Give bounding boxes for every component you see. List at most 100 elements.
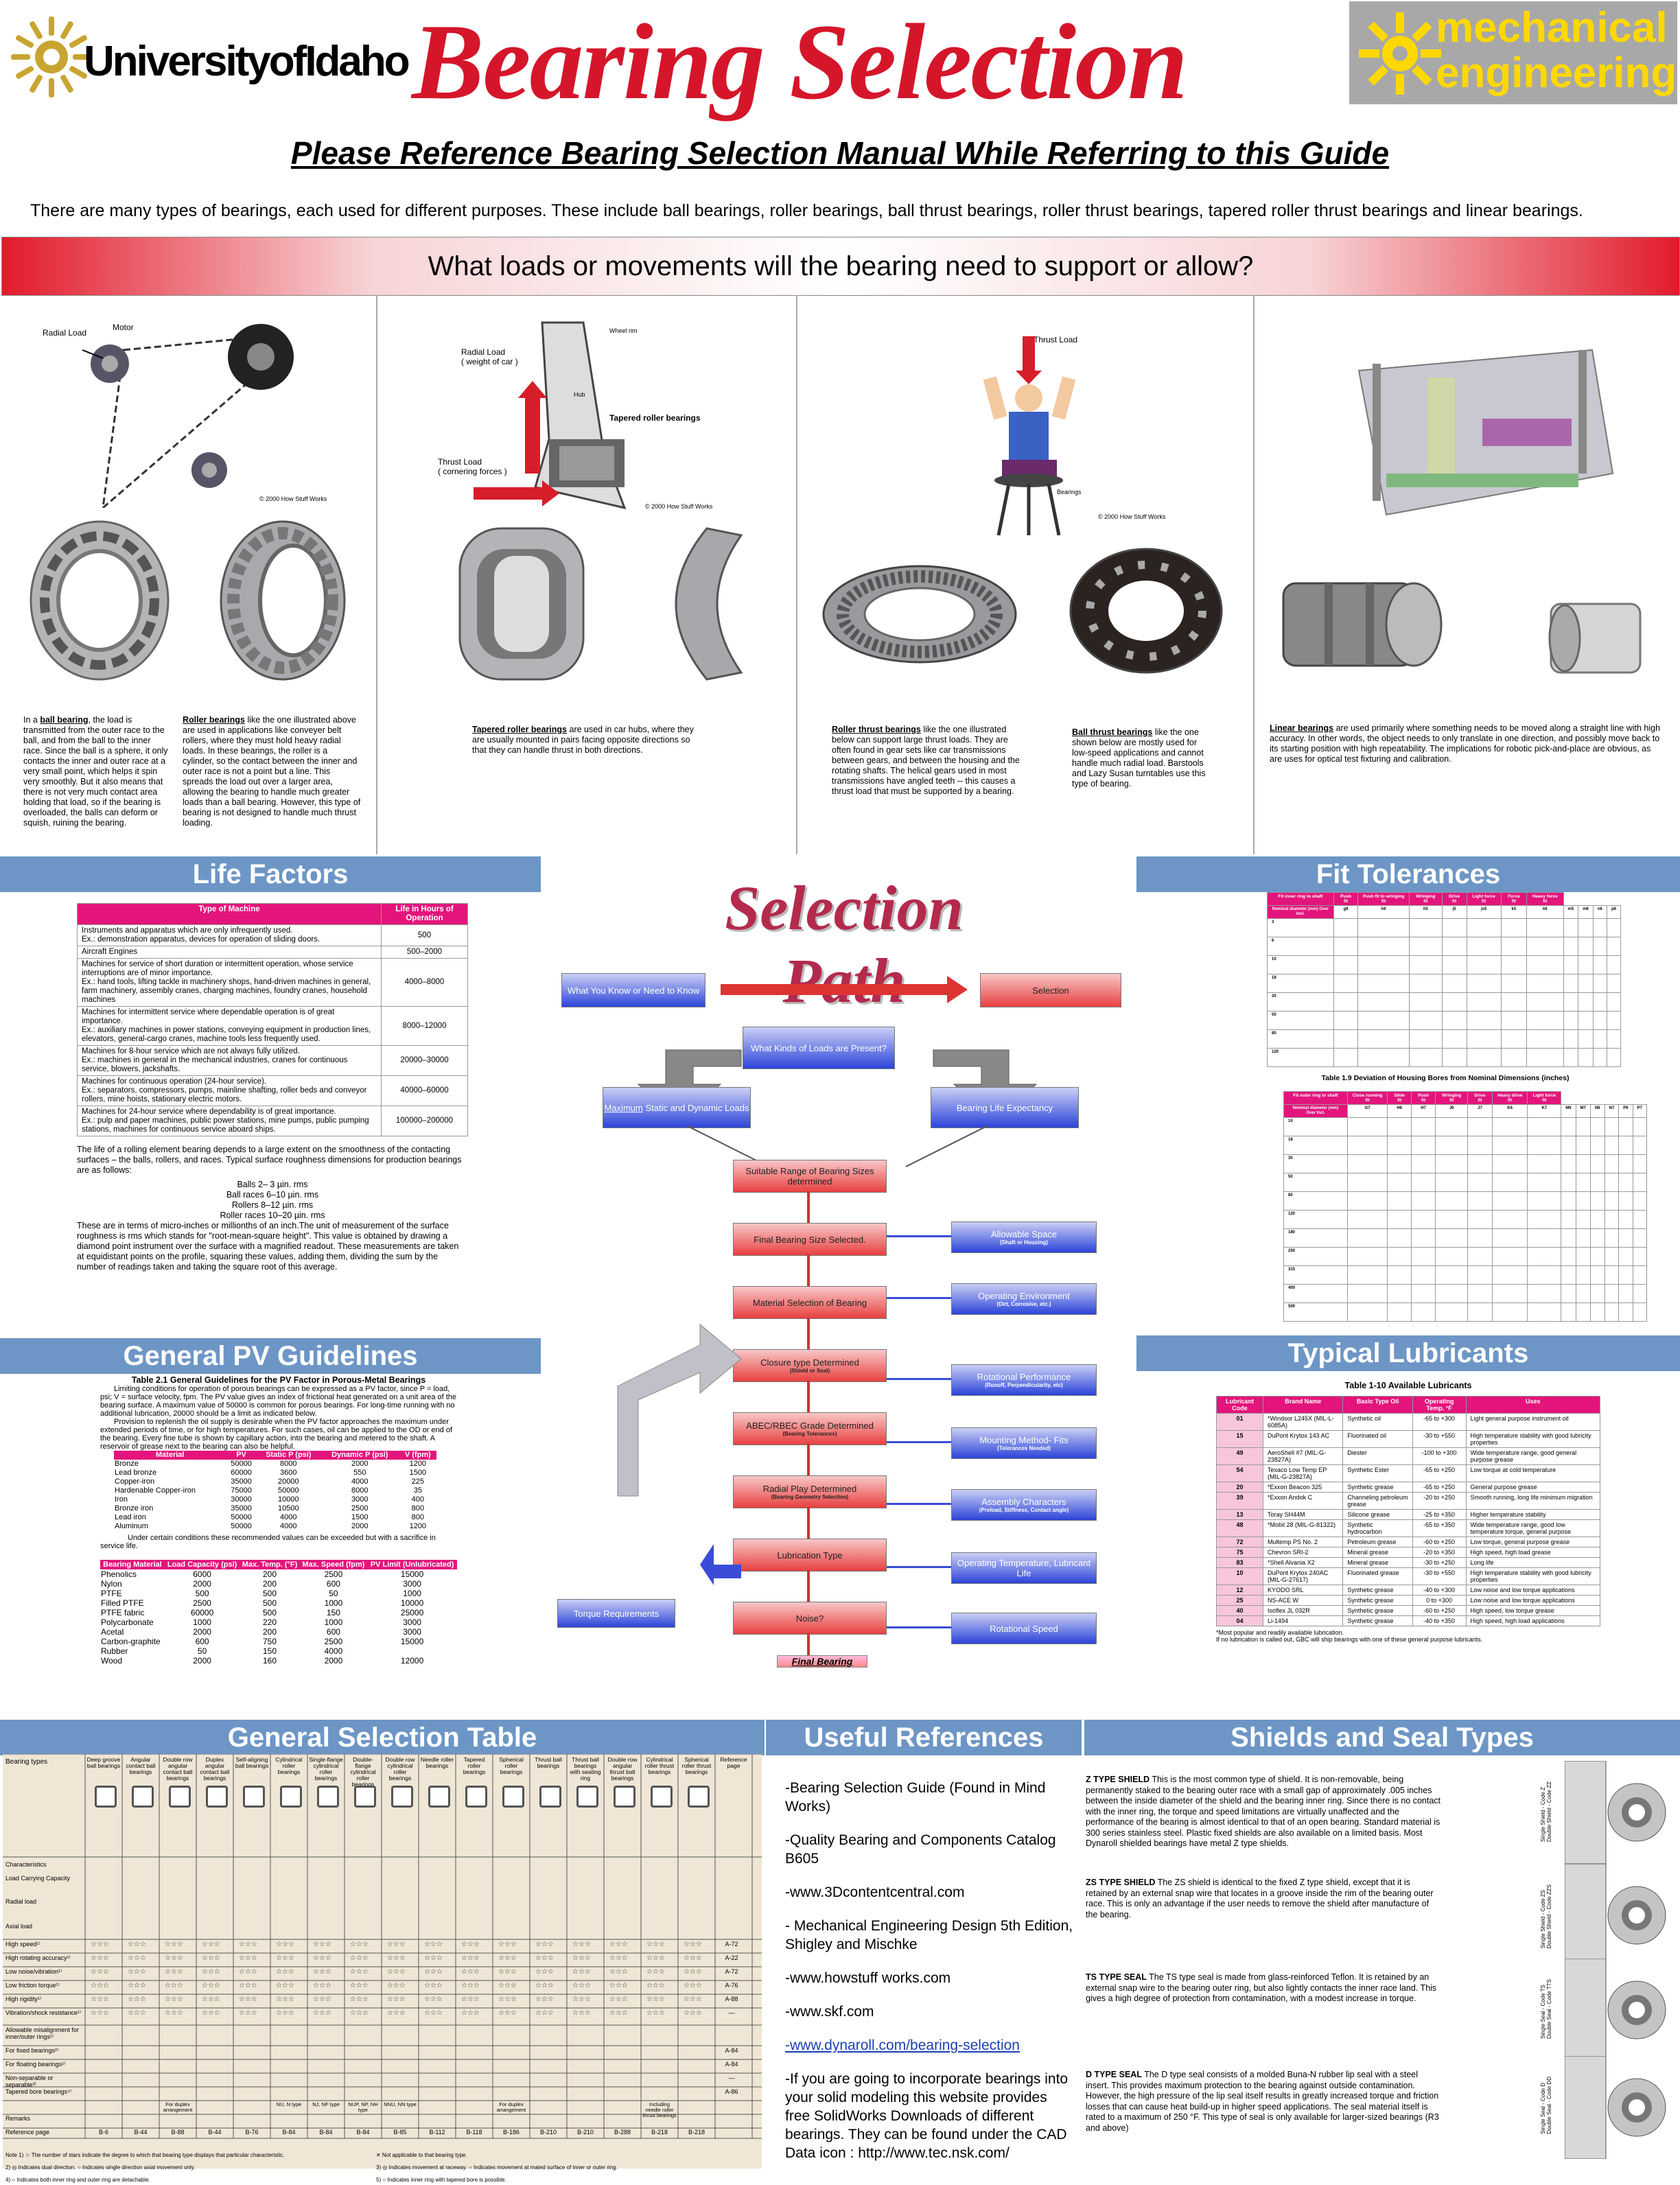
machine-cell: Machines for 24-hour service where depen… [77,1106,382,1136]
housing-cell [1387,1210,1412,1229]
reference-item: -Quality Bearing and Components Catalog … [785,1832,1056,1867]
divider [796,295,797,854]
housing-cell [1604,1117,1620,1136]
shaft-sub: m5 [1563,905,1579,919]
lub-cell: -65 to +250 [1412,1464,1467,1482]
star-icon: ☆☆☆ [387,1954,406,1962]
pv-cell: 50000 [278,1486,299,1495]
gst-remark: NJ, NF type [312,2101,340,2107]
shaft-cell [1357,1011,1410,1030]
shaft-cell [1592,955,1607,974]
shaft-cell [1592,992,1607,1012]
shaft-cell [1409,1048,1443,1067]
gst-label: Remarks [5,2115,31,2122]
pv2-cell: Wood [101,1656,123,1666]
lub-cell: -20 to +250 [1412,1492,1467,1510]
housing-cell [1618,1173,1633,1192]
reference-item[interactable]: -www.dynaroll.com/bearing-selection [785,2037,1020,2053]
star-icon: ☆☆☆ [350,2009,369,2017]
pv2-cell: 15000 [400,1569,424,1579]
gst-remark: Including needle roller thrust bearings [642,2101,677,2118]
gst-note: Note 1) ☆ The number of stars indicate t… [5,2152,285,2158]
housing-cell [1527,1191,1562,1211]
table-row: 6 [1267,937,1622,956]
star-icon: ☆☆☆ [387,1996,406,2003]
bearing-icon [206,1786,228,1808]
pv-cell: 10500 [278,1504,299,1512]
shaft-cell [1357,1029,1410,1049]
housing-head: Push fit [1411,1091,1436,1105]
pv-cell: Bronze [115,1460,139,1468]
flow-step-box: Closure type Determined(Shield or Seal) [733,1349,887,1382]
lub-cell: -30 to +550 [1412,1430,1467,1448]
pv2-cell: 2000 [193,1656,211,1666]
housing-cell [1491,1210,1528,1229]
machine-cell: Machines for 8-hour service which are no… [77,1045,382,1076]
side-label: Assembly Characters [981,1497,1066,1507]
side-arrows [617,1323,742,1585]
lub-cell: Silicone grease [1342,1509,1413,1520]
shaft-cell [1606,974,1622,993]
table-row: Machines for continuous operation (24-ho… [77,1075,468,1106]
pv2-cell: 200 [263,1579,277,1589]
gst-type: Spherical roller thrust bearings [681,1756,712,1775]
flow-step-label: Suitable Range of Bearing Sizes determin… [745,1166,874,1187]
flow-step-box: ABEC/RBEC Grade Determined(Bearing Toler… [733,1412,887,1445]
housing-cell [1387,1117,1412,1136]
star-icon: ☆☆☆ [609,1968,628,1976]
housing-cell [1467,1284,1493,1303]
bearing-icon [688,1786,710,1808]
housing-cell [1435,1247,1469,1266]
shield-item: D TYPE SEAL The D type seal consists of … [1086,2070,1443,2134]
gst-page: B-210 [539,2129,557,2136]
flow-step-box: Lubrication Type [733,1539,887,1571]
housing-cell [1604,1302,1620,1322]
lub-cell: 75 [1215,1547,1264,1558]
housing-size: 18 [1283,1136,1348,1155]
gst-type: Deep groove ball bearings [86,1756,121,1769]
housing-cell [1527,1154,1562,1173]
star-icon: ☆☆☆ [276,1954,294,1962]
housing-cell [1618,1136,1633,1155]
lub-cell: -40 to +350 [1412,1615,1467,1626]
down-arrow-icon [807,1633,810,1665]
ball-bearing-desc: In a ball bearing, the load is transmitt… [23,715,168,828]
housing-cell [1527,1302,1562,1322]
page-title: Bearing Selection [412,2,1188,122]
table-row: 50 [1283,1173,1648,1192]
gst-ref: A-72 [725,1968,738,1975]
table-row: 3 [1267,918,1622,937]
housing-cell [1589,1265,1605,1285]
housing-size: 400 [1283,1284,1348,1303]
gst-type: Double row cylindrical roller bearings [385,1756,415,1781]
housing-cell [1346,1191,1388,1211]
housing-cell [1575,1191,1591,1211]
lub-cell: -30 to +550 [1412,1567,1467,1585]
thrust-load-label: Thrust Load [1034,335,1078,344]
gst-header: General Selection Table [0,1720,765,1755]
pv2-cell: 600 [195,1637,209,1646]
housing-caption: Table 1.9 Deviation of Housing Bores fro… [1321,1074,1570,1082]
housing-cell [1527,1136,1562,1155]
pv2-col: Bearing Material [100,1560,165,1569]
table-row: 180 [1283,1228,1648,1248]
housing-cell [1491,1117,1528,1136]
table-row: 30 [1283,1154,1648,1173]
lub-note-1: *Most popular and readily available lubr… [1216,1629,1344,1636]
pv-cell: Lead bronze [115,1469,157,1477]
housing-sub: J6 [1435,1104,1469,1118]
housing-cell [1604,1154,1620,1173]
gst-ref: A-86 [725,2088,738,2095]
left-arrow-icon [887,1566,951,1568]
housing-cell [1491,1247,1528,1266]
gear-icon [1359,12,1441,95]
star-icon: ☆☆☆ [609,2009,628,2017]
shield-image [1564,2055,1668,2160]
housing-cell [1467,1302,1493,1322]
housing-sub: Nominal diameter (mm) Over Incl. [1283,1104,1348,1118]
pv-para2: Provision to replenish the oil supply is… [100,1418,453,1451]
housing-cell [1589,1302,1605,1322]
